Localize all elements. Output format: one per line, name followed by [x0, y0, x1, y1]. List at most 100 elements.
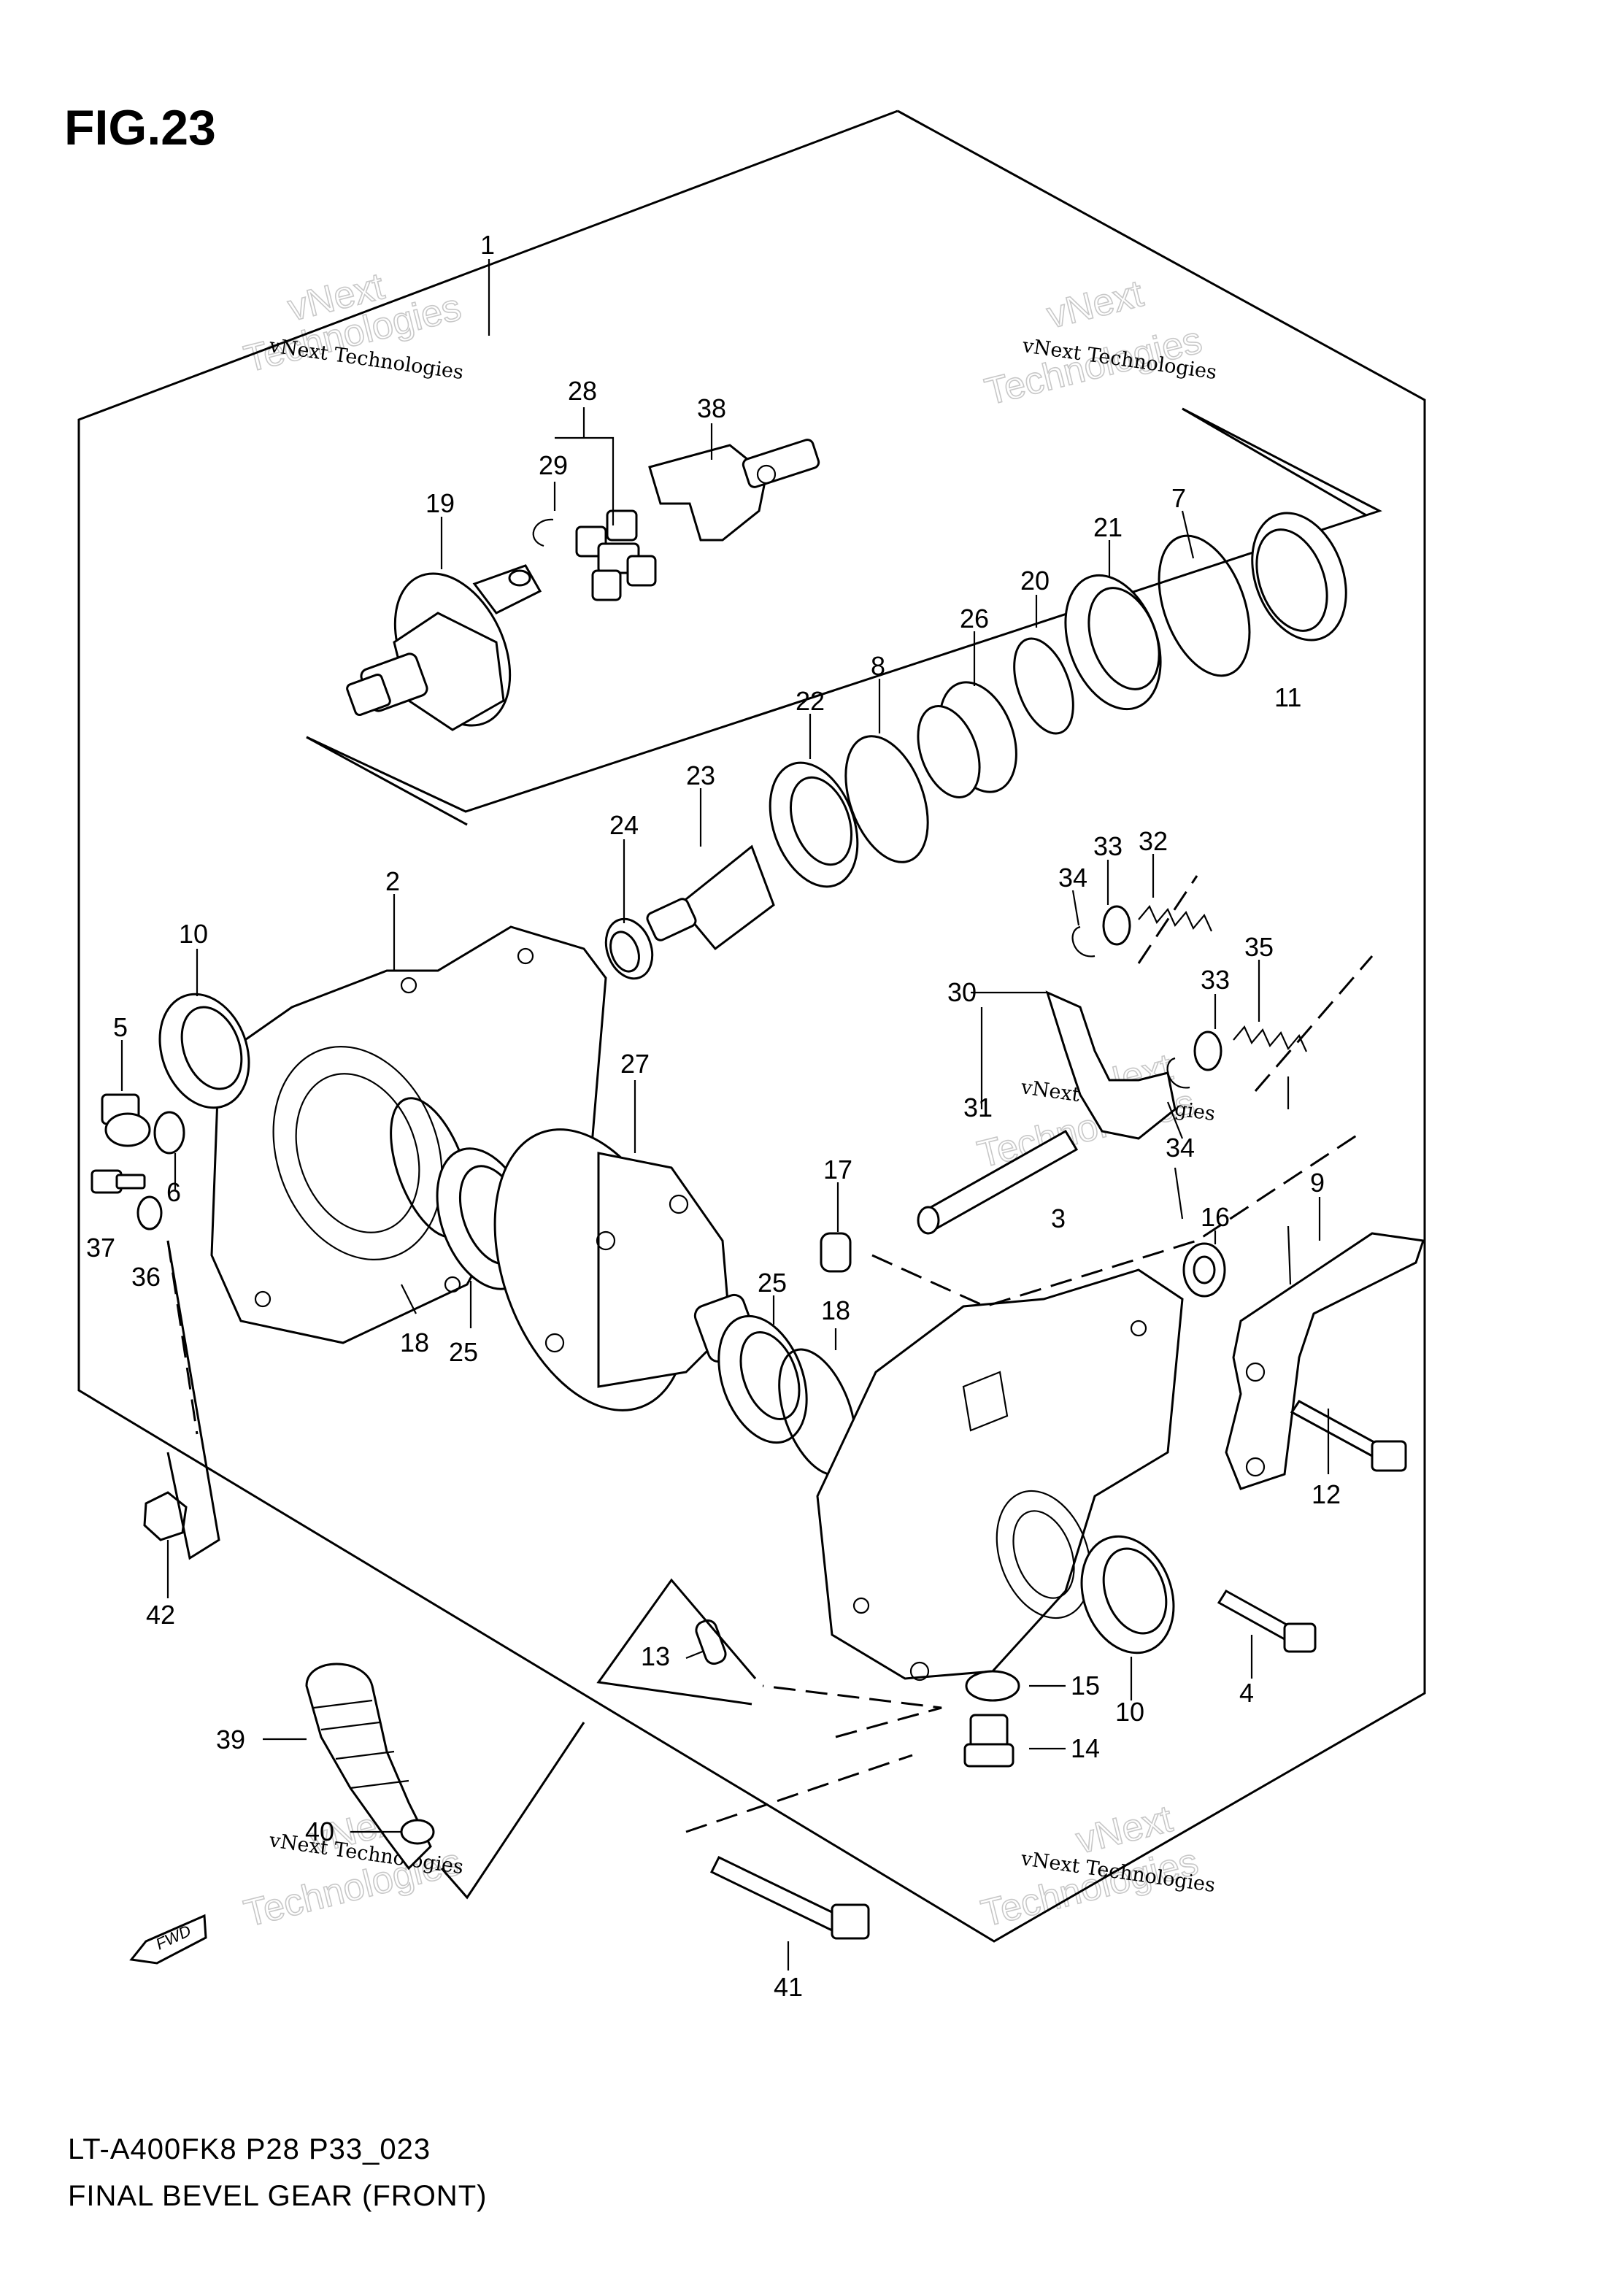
shaft-group-frame	[306, 407, 1382, 813]
callout-32: 32	[1139, 826, 1168, 856]
part-25-bearing-right	[717, 1314, 808, 1444]
callout-13: 13	[641, 1641, 670, 1671]
part-10-oil-seal-right	[1080, 1535, 1175, 1654]
callout-3: 3	[1051, 1203, 1066, 1233]
part-20-circlip	[1013, 637, 1074, 735]
part-38-yoke	[648, 439, 820, 542]
shaft-group-frame-2	[306, 736, 468, 826]
part-5-plug	[101, 1093, 151, 1147]
part-10-oil-seal-left	[158, 993, 250, 1109]
callout-33-mid: 33	[1201, 965, 1230, 995]
part-36-washer	[136, 1195, 163, 1230]
callout-39: 39	[216, 1725, 245, 1754]
guide-line-5	[762, 1684, 942, 1738]
part-6-washer	[153, 1111, 185, 1155]
fwd-arrow-icon: FWD	[129, 1914, 207, 1965]
part-26-sleeve	[917, 681, 1017, 798]
callout-30: 30	[947, 977, 977, 1007]
part-35-spring	[1233, 1025, 1308, 1052]
part-11-oil-seal	[1251, 512, 1347, 642]
watermark-top-right: Technologies vNext vNext Technologies	[980, 271, 1218, 414]
callout-2: 2	[385, 866, 400, 896]
callout-28: 28	[568, 376, 597, 406]
watermark-bottom-left: Technologies vNext vNext Technologies	[239, 1797, 466, 1935]
callout-36: 36	[131, 1262, 161, 1292]
callout-18-right: 18	[821, 1295, 850, 1325]
leader-lines	[120, 259, 1330, 1971]
model-code: LT-A400FK8 P28 P33_023	[68, 2133, 431, 2165]
callout-27: 27	[620, 1049, 650, 1079]
part-24-needle-bearing	[604, 917, 654, 980]
callout-40: 40	[305, 1817, 334, 1846]
part-7-snap-ring	[1158, 534, 1251, 677]
callout-17: 17	[823, 1155, 852, 1184]
part-40-clamp	[400, 1819, 435, 1845]
figure-caption: FINAL BEVEL GEAR (FRONT)	[68, 2180, 487, 2212]
callout-42: 42	[146, 1600, 175, 1630]
callout-22: 22	[796, 686, 825, 716]
callout-25-left: 25	[449, 1337, 478, 1367]
part-16-bearing-small	[1182, 1242, 1226, 1298]
part-28-spider	[575, 509, 657, 601]
callout-31-label: 31	[963, 1093, 993, 1122]
callout-16: 16	[1201, 1202, 1230, 1232]
part-33-washer-top	[1102, 905, 1131, 946]
part-41-long-bolt	[709, 1856, 870, 1940]
callout-34-mid: 34	[1166, 1133, 1195, 1163]
part-2-gear-case-left	[210, 925, 607, 1344]
guide-line-2	[1254, 955, 1374, 1092]
part-34-clip-mid	[1166, 1057, 1190, 1089]
callout-18-left: 18	[400, 1328, 429, 1357]
callout-35: 35	[1244, 932, 1274, 962]
callout-1: 1	[480, 230, 495, 260]
callout-34-top: 34	[1058, 863, 1087, 893]
callout-26: 26	[960, 604, 989, 633]
part-17-pin	[820, 1232, 852, 1273]
callout-25-right: 25	[758, 1268, 787, 1298]
part-34-clip-top	[1071, 925, 1096, 958]
callout-4: 4	[1239, 1678, 1254, 1708]
part-31-fork-shaft	[917, 1129, 1079, 1235]
part-9-bracket	[1225, 1232, 1425, 1490]
part-14-plug	[963, 1714, 1014, 1768]
callout-24: 24	[609, 810, 639, 840]
part-30-shift-fork	[1045, 990, 1177, 1140]
watermark-big-4: vNext	[1043, 272, 1148, 337]
part-22-bearing	[769, 761, 859, 888]
part-37-bolt	[91, 1169, 146, 1194]
part-32-spring	[1138, 904, 1213, 932]
part-39-boot	[305, 1663, 432, 1871]
guide-line-7	[596, 1578, 757, 1706]
guide-line-9	[166, 1240, 220, 1560]
callout-5: 5	[113, 1012, 128, 1042]
callout-numbers: 1 2 3 4 5 6 7 8 9 10 10 11 12 13 14 15 1…	[86, 230, 1341, 2002]
watermark-bottom-right: Technologies vNext vNext Technologies	[977, 1797, 1217, 1935]
assembly-frame	[77, 109, 1426, 1943]
callout-10-left: 10	[179, 919, 208, 949]
callout-33-top: 33	[1093, 831, 1123, 861]
part-27-ring-gear	[493, 1128, 759, 1411]
part-29-circlip	[532, 518, 554, 547]
callout-37: 37	[86, 1233, 115, 1263]
callout-14: 14	[1071, 1733, 1100, 1763]
callout-11: 11	[1274, 682, 1301, 712]
callout-9: 9	[1310, 1168, 1325, 1198]
part-42-nut	[143, 1491, 188, 1541]
part-19-coupling	[346, 564, 542, 731]
callout-20: 20	[1020, 566, 1050, 596]
callout-38: 38	[697, 393, 726, 423]
part-12-bolt	[1290, 1400, 1407, 1472]
guide-line-3	[1137, 875, 1198, 964]
part-23-pinion	[646, 844, 775, 951]
callout-8: 8	[871, 651, 885, 681]
guide-line-6	[685, 1754, 913, 1833]
part-3-gear-case-right	[816, 1268, 1184, 1681]
part-15-washer	[965, 1670, 1020, 1702]
part-4-bolt	[1217, 1589, 1317, 1653]
callout-29: 29	[539, 450, 568, 480]
figure-title: FIG.23	[64, 100, 216, 155]
callout-6: 6	[166, 1177, 181, 1207]
callout-10-right: 10	[1115, 1697, 1144, 1727]
callout-23: 23	[686, 760, 715, 790]
